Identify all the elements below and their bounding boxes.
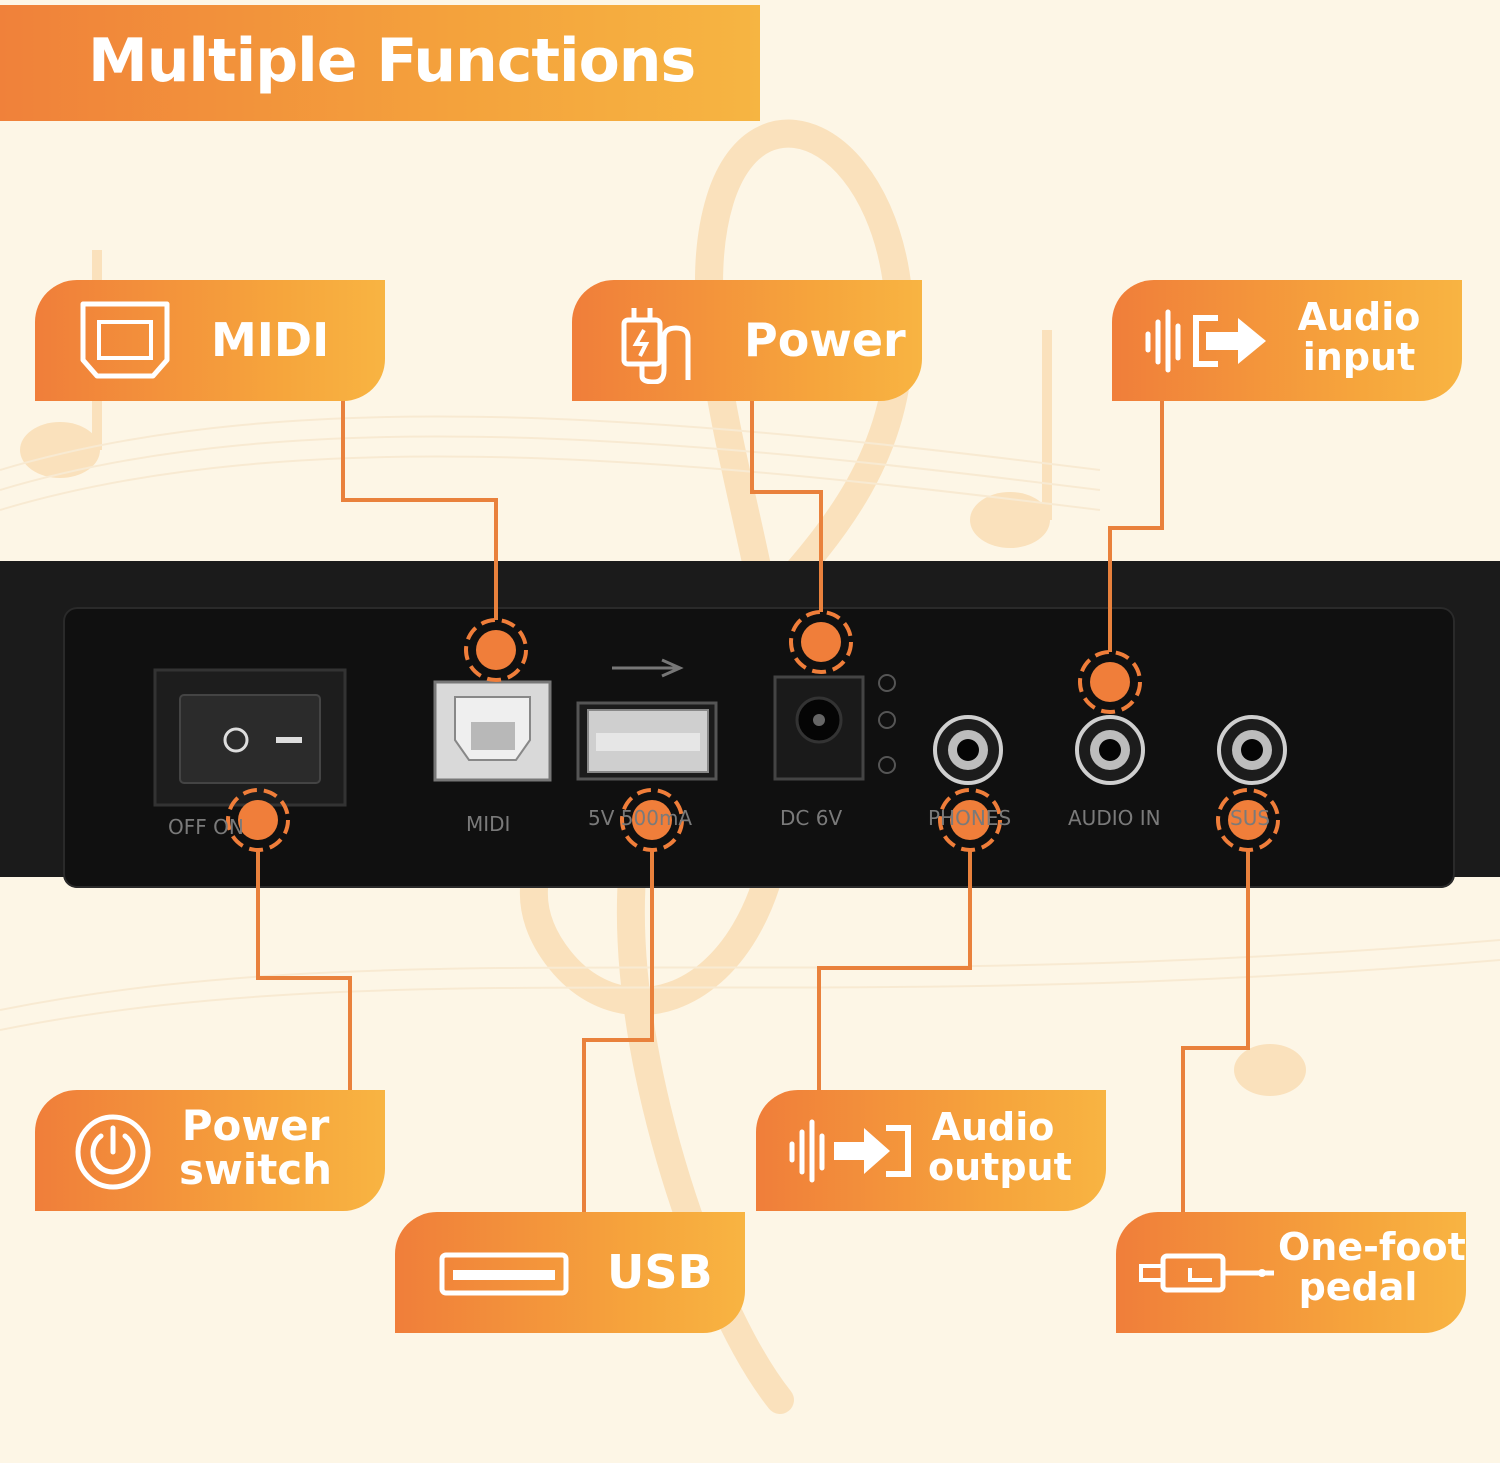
- callout-power: Power: [572, 280, 922, 401]
- callout-audio-input-label: Audio input: [1294, 295, 1424, 379]
- panel-label-dc: DC 6V: [780, 806, 843, 830]
- callout-pedal-label: One-foot pedal: [1278, 1225, 1466, 1309]
- power-plug-icon: [621, 308, 691, 384]
- callout-usb: USB: [395, 1212, 745, 1333]
- callout-audio-output-line1: Audio: [931, 1105, 1055, 1149]
- panel-label-usb: 5V 500mA: [588, 806, 693, 830]
- usb-a-icon: [439, 1252, 569, 1296]
- connector-plate: [63, 607, 1455, 888]
- callout-usb-label: USB: [607, 1245, 713, 1299]
- callout-power-label: Power: [744, 313, 906, 367]
- callout-midi: MIDI: [35, 280, 385, 401]
- panel-label-phones: PHONES: [928, 806, 1012, 830]
- callout-audio-input: Audio input: [1112, 280, 1462, 401]
- callout-power-switch-label: Power switch: [179, 1101, 333, 1195]
- audio-output-icon: [789, 1119, 911, 1183]
- panel-label-sustain: SUS: [1230, 806, 1271, 830]
- panel-label-midi: MIDI: [466, 812, 511, 836]
- title-banner: [0, 5, 760, 121]
- callout-audio-input-line1: Audio: [1297, 295, 1421, 339]
- power-button-icon: [75, 1114, 151, 1190]
- callout-midi-label: MIDI: [211, 313, 330, 367]
- callout-audio-output-label: Audio output: [928, 1105, 1072, 1189]
- callout-audio-output: Audio output: [756, 1090, 1106, 1211]
- callout-pedal-line1: One-foot: [1278, 1225, 1466, 1269]
- callout-audio-input-line2: input: [1302, 334, 1416, 379]
- page-title: Multiple Functions: [88, 26, 696, 96]
- callout-pedal-line2: pedal: [1298, 1264, 1418, 1309]
- usb-b-icon: [80, 301, 170, 379]
- panel-label-off-on: OFF ON: [168, 815, 244, 839]
- callout-power-switch: Power switch: [35, 1090, 385, 1211]
- callout-audio-output-line2: output: [928, 1144, 1072, 1189]
- callout-pedal: One-foot pedal: [1116, 1212, 1466, 1333]
- audio-plug-icon: [1139, 1253, 1274, 1293]
- panel-label-audio-in: AUDIO IN: [1068, 806, 1161, 830]
- audio-input-icon: [1145, 309, 1266, 373]
- callout-power-switch-line1: Power: [181, 1101, 330, 1150]
- callout-power-switch-line2: switch: [179, 1145, 333, 1195]
